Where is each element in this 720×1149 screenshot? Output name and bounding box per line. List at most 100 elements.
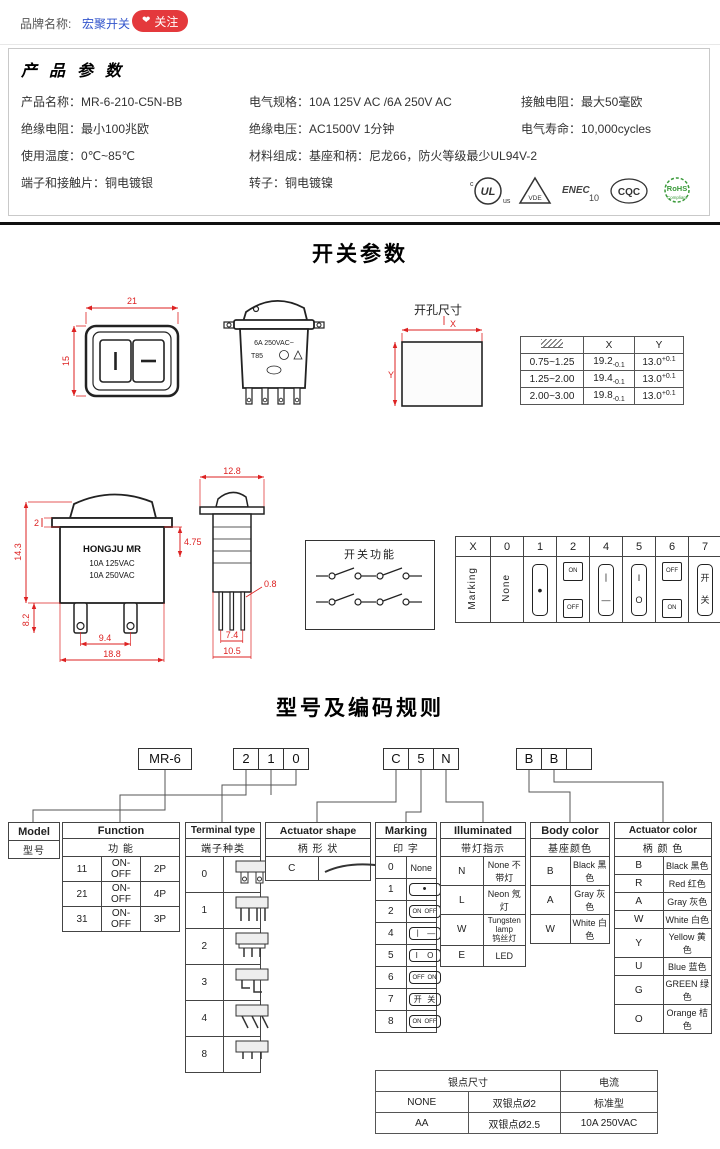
- silver-table-header: 银点尺寸 电流: [375, 1070, 658, 1092]
- code-box-body-color: B: [516, 748, 542, 770]
- actuator-color-row: G GREEN 绿色: [614, 975, 712, 1005]
- hole-row-3: 2.00~3.00 19.8-0.1 13.0+0.1: [520, 387, 684, 405]
- param-insulation-voltage: 绝缘电压：AC1500V 1分钟: [249, 122, 395, 136]
- heart-icon: ❤: [142, 15, 151, 26]
- illuminated-row: N None 不带灯: [440, 856, 526, 886]
- actuator-color-row: W White 白色: [614, 910, 712, 929]
- coding-rules-title: 型号及编码规则: [276, 697, 444, 720]
- vde-icon: VDE: [518, 176, 552, 204]
- dim-14-3: 14.3: [13, 543, 23, 561]
- param-terminal-plating: 端子和接触片：铜电镀银: [21, 176, 154, 190]
- hole-size-label: 开孔尺寸: [414, 303, 463, 317]
- enec-text: ENEC: [562, 185, 591, 196]
- dim-21: 21: [127, 296, 137, 306]
- illuminated-row: L Neon 氖灯: [440, 885, 526, 915]
- ul-us-text: us: [503, 198, 511, 205]
- face-rating1-text: 10A 125VAC: [89, 559, 134, 568]
- switch-side-view-2: 12.8 0.8 7.4 10.5: [199, 466, 277, 659]
- code-box-digit1: 2: [233, 748, 259, 770]
- marking-row-label: Marking: [467, 566, 478, 610]
- terminal-diagram-3: [235, 968, 268, 993]
- rohs-text: RoHS: [667, 184, 687, 193]
- follow-label: 关注: [154, 14, 179, 29]
- param-rotor-plating: 转子：铜电镀镍: [249, 176, 334, 190]
- switch-perspective-drawing: 6A 250VAC~ T85: [223, 299, 325, 405]
- hole-x-label: X: [450, 319, 456, 329]
- body-color-row: A Gray 灰色: [530, 885, 610, 915]
- code-box-marking: 5: [408, 748, 434, 770]
- code-box-shape: C: [383, 748, 409, 770]
- marking-option-row: 7 开关: [375, 988, 441, 1011]
- hole-cut-drawing: X Y: [388, 316, 483, 407]
- dim-0-8: 0.8: [264, 579, 277, 589]
- dim-8-2: 8.2: [21, 614, 31, 627]
- enec-icon: ENEC 10: [562, 185, 599, 203]
- terminal-type-table: Terminal type 端子种类 0 1 2 3 4 8: [185, 822, 269, 1073]
- terminal-row: 0: [185, 856, 268, 893]
- params-title: 产 品 参 数: [21, 63, 126, 80]
- marking-option-row: 4 丨—: [375, 922, 441, 945]
- hole-y-label: Y: [388, 370, 394, 380]
- panel-thickness-icon: [541, 339, 563, 348]
- section-divider: [0, 222, 720, 225]
- marking-dot-symbol: •: [532, 563, 548, 616]
- hole-col-x: X: [583, 336, 635, 354]
- marking-none: None: [501, 574, 512, 602]
- marking-table-header: X 0 1 2 4 5 6 7: [455, 536, 720, 557]
- code-box-digit3: 0: [283, 748, 309, 770]
- marking-opt-kai-guan: 开关: [408, 993, 441, 1006]
- ul-c-text: c: [470, 181, 474, 188]
- cul-us-icon: UL c us: [470, 177, 511, 205]
- terminal-diagram-4: [235, 1004, 269, 1029]
- enec-number: 10: [589, 193, 599, 203]
- dim-9-4: 9.4: [99, 633, 112, 643]
- silver-table-row: AA 双银点Ø2.5 10A 250VAC: [375, 1112, 658, 1134]
- model-table: Model 型号: [8, 822, 60, 859]
- product-params-box: 产 品 参 数 产品名称：MR-6-210-C5N-BB 电气规格：10A 12…: [8, 48, 710, 216]
- dim-4-75: 4.75: [184, 537, 202, 547]
- marking-bar-dash-symbol: 丨—: [598, 563, 614, 616]
- terminal-row: 8: [185, 1036, 268, 1073]
- persp-t85-text: T85: [251, 353, 263, 360]
- function-row: 31 ON-OFF 3P: [62, 906, 180, 932]
- cqc-icon: CQC: [610, 178, 648, 204]
- marking-opt-bar-dash: 丨—: [408, 927, 441, 940]
- terminal-diagram-8: [235, 1040, 268, 1059]
- ul-text: UL: [481, 186, 496, 198]
- actuator-color-row: A Gray 灰色: [614, 892, 712, 911]
- dim-7-4: 7.4: [226, 630, 239, 640]
- hole-row-1: 0.75~1.25 19.2-0.1 13.0+0.1: [520, 353, 684, 371]
- marking-option-row: 1 •: [375, 878, 441, 901]
- certification-icons: UL c us VDE ENEC 10 CQC RoHS Compliant: [465, 175, 697, 207]
- code-box-illuminated: N: [433, 748, 459, 770]
- follow-button[interactable]: ❤关注: [132, 10, 189, 32]
- switch-function-box: 开关功能: [305, 540, 435, 630]
- code-box-model: MR-6: [138, 748, 192, 770]
- coding-connector-lines: [32, 770, 664, 822]
- brand-name-link[interactable]: 宏聚开关: [82, 17, 131, 31]
- switch-front-view-drawing: 21 15: [62, 296, 180, 398]
- persp-rating-text: 6A 250VAC~: [254, 340, 294, 347]
- marking-opt-dot: •: [408, 883, 441, 896]
- hole-dimension-table: X Y 0.75~1.25 19.2-0.1 13.0+0.1 1.25~2.0…: [520, 336, 684, 405]
- body-color-table: Body color 基座颜色 B Black 黑色 A Gray 灰色 W W…: [530, 822, 610, 944]
- actuator-shape-table: Actuator shape 柄 形 状 C: [265, 822, 389, 881]
- body-color-row: W White 白色: [530, 914, 610, 944]
- dim-2: 2: [34, 518, 39, 528]
- actuator-color-row: R Red 红色: [614, 874, 712, 893]
- silver-table-row: NONE 双银点Ø2 标准型: [375, 1091, 658, 1113]
- actuator-color-row: O Orange 桔色: [614, 1004, 712, 1034]
- actuator-shape-row: C: [265, 856, 389, 881]
- brand-header: 品牌名称: 宏聚开关 ❤关注: [0, 0, 720, 45]
- param-material: 材料组成：基座和柄：尼龙66，防火等级最少UL94V-2: [249, 149, 538, 163]
- terminal-row: 3: [185, 964, 268, 1001]
